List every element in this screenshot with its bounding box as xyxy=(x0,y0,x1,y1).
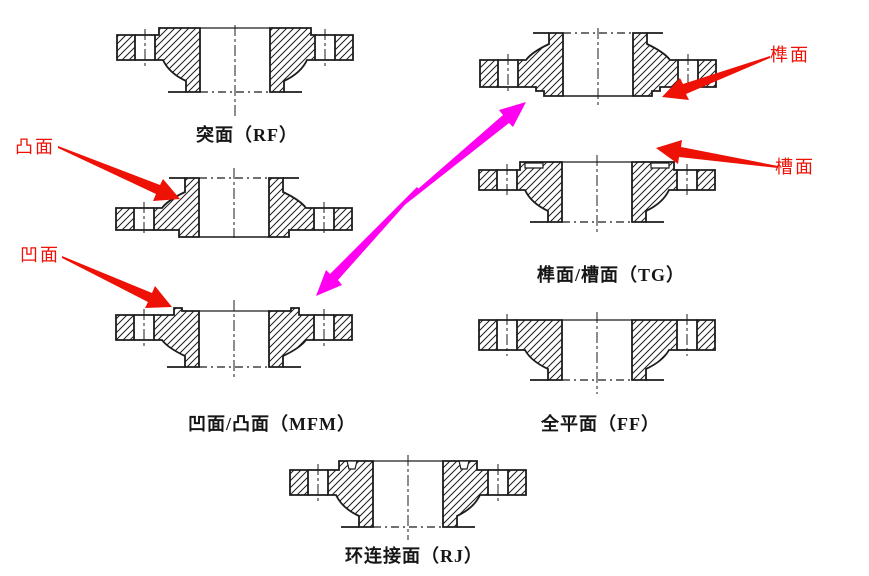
rj-flange-body xyxy=(289,460,527,528)
rj-flange-drawing xyxy=(289,455,527,540)
female-flange-body xyxy=(115,307,353,368)
female-flange-drawing xyxy=(115,300,353,380)
rf-flange-lines xyxy=(135,25,335,117)
ff-caption: 全平面（FF） xyxy=(541,414,660,434)
male-flange-drawing xyxy=(115,168,353,238)
rf-flange-body xyxy=(116,27,354,93)
convex-callout-label: 凸面 xyxy=(15,137,55,157)
mfm-caption: 凹面/凸面（MFM） xyxy=(188,414,356,434)
male-flange-body xyxy=(115,177,353,238)
groove-callout-label: 槽面 xyxy=(775,157,815,177)
female-flange-lines xyxy=(134,300,334,380)
tongue-callout-label: 榫面 xyxy=(770,45,810,65)
tg-caption: 榫面/槽面（TG） xyxy=(537,265,686,285)
rj-flange-lines xyxy=(308,455,508,540)
ff-flange-drawing xyxy=(478,312,716,394)
rf-flange-drawing xyxy=(116,25,354,117)
groove-flange-drawing xyxy=(478,155,716,235)
ff-flange-lines xyxy=(497,312,697,394)
ring-joint-grooves xyxy=(346,460,470,470)
concave-callout-label: 凹面 xyxy=(20,245,60,265)
rf-caption: 突面（RF） xyxy=(196,125,298,145)
ff-flange-body xyxy=(478,319,716,381)
tongue-flange-drawing xyxy=(479,28,717,106)
rj-caption: 环连接面（RJ） xyxy=(345,546,483,566)
